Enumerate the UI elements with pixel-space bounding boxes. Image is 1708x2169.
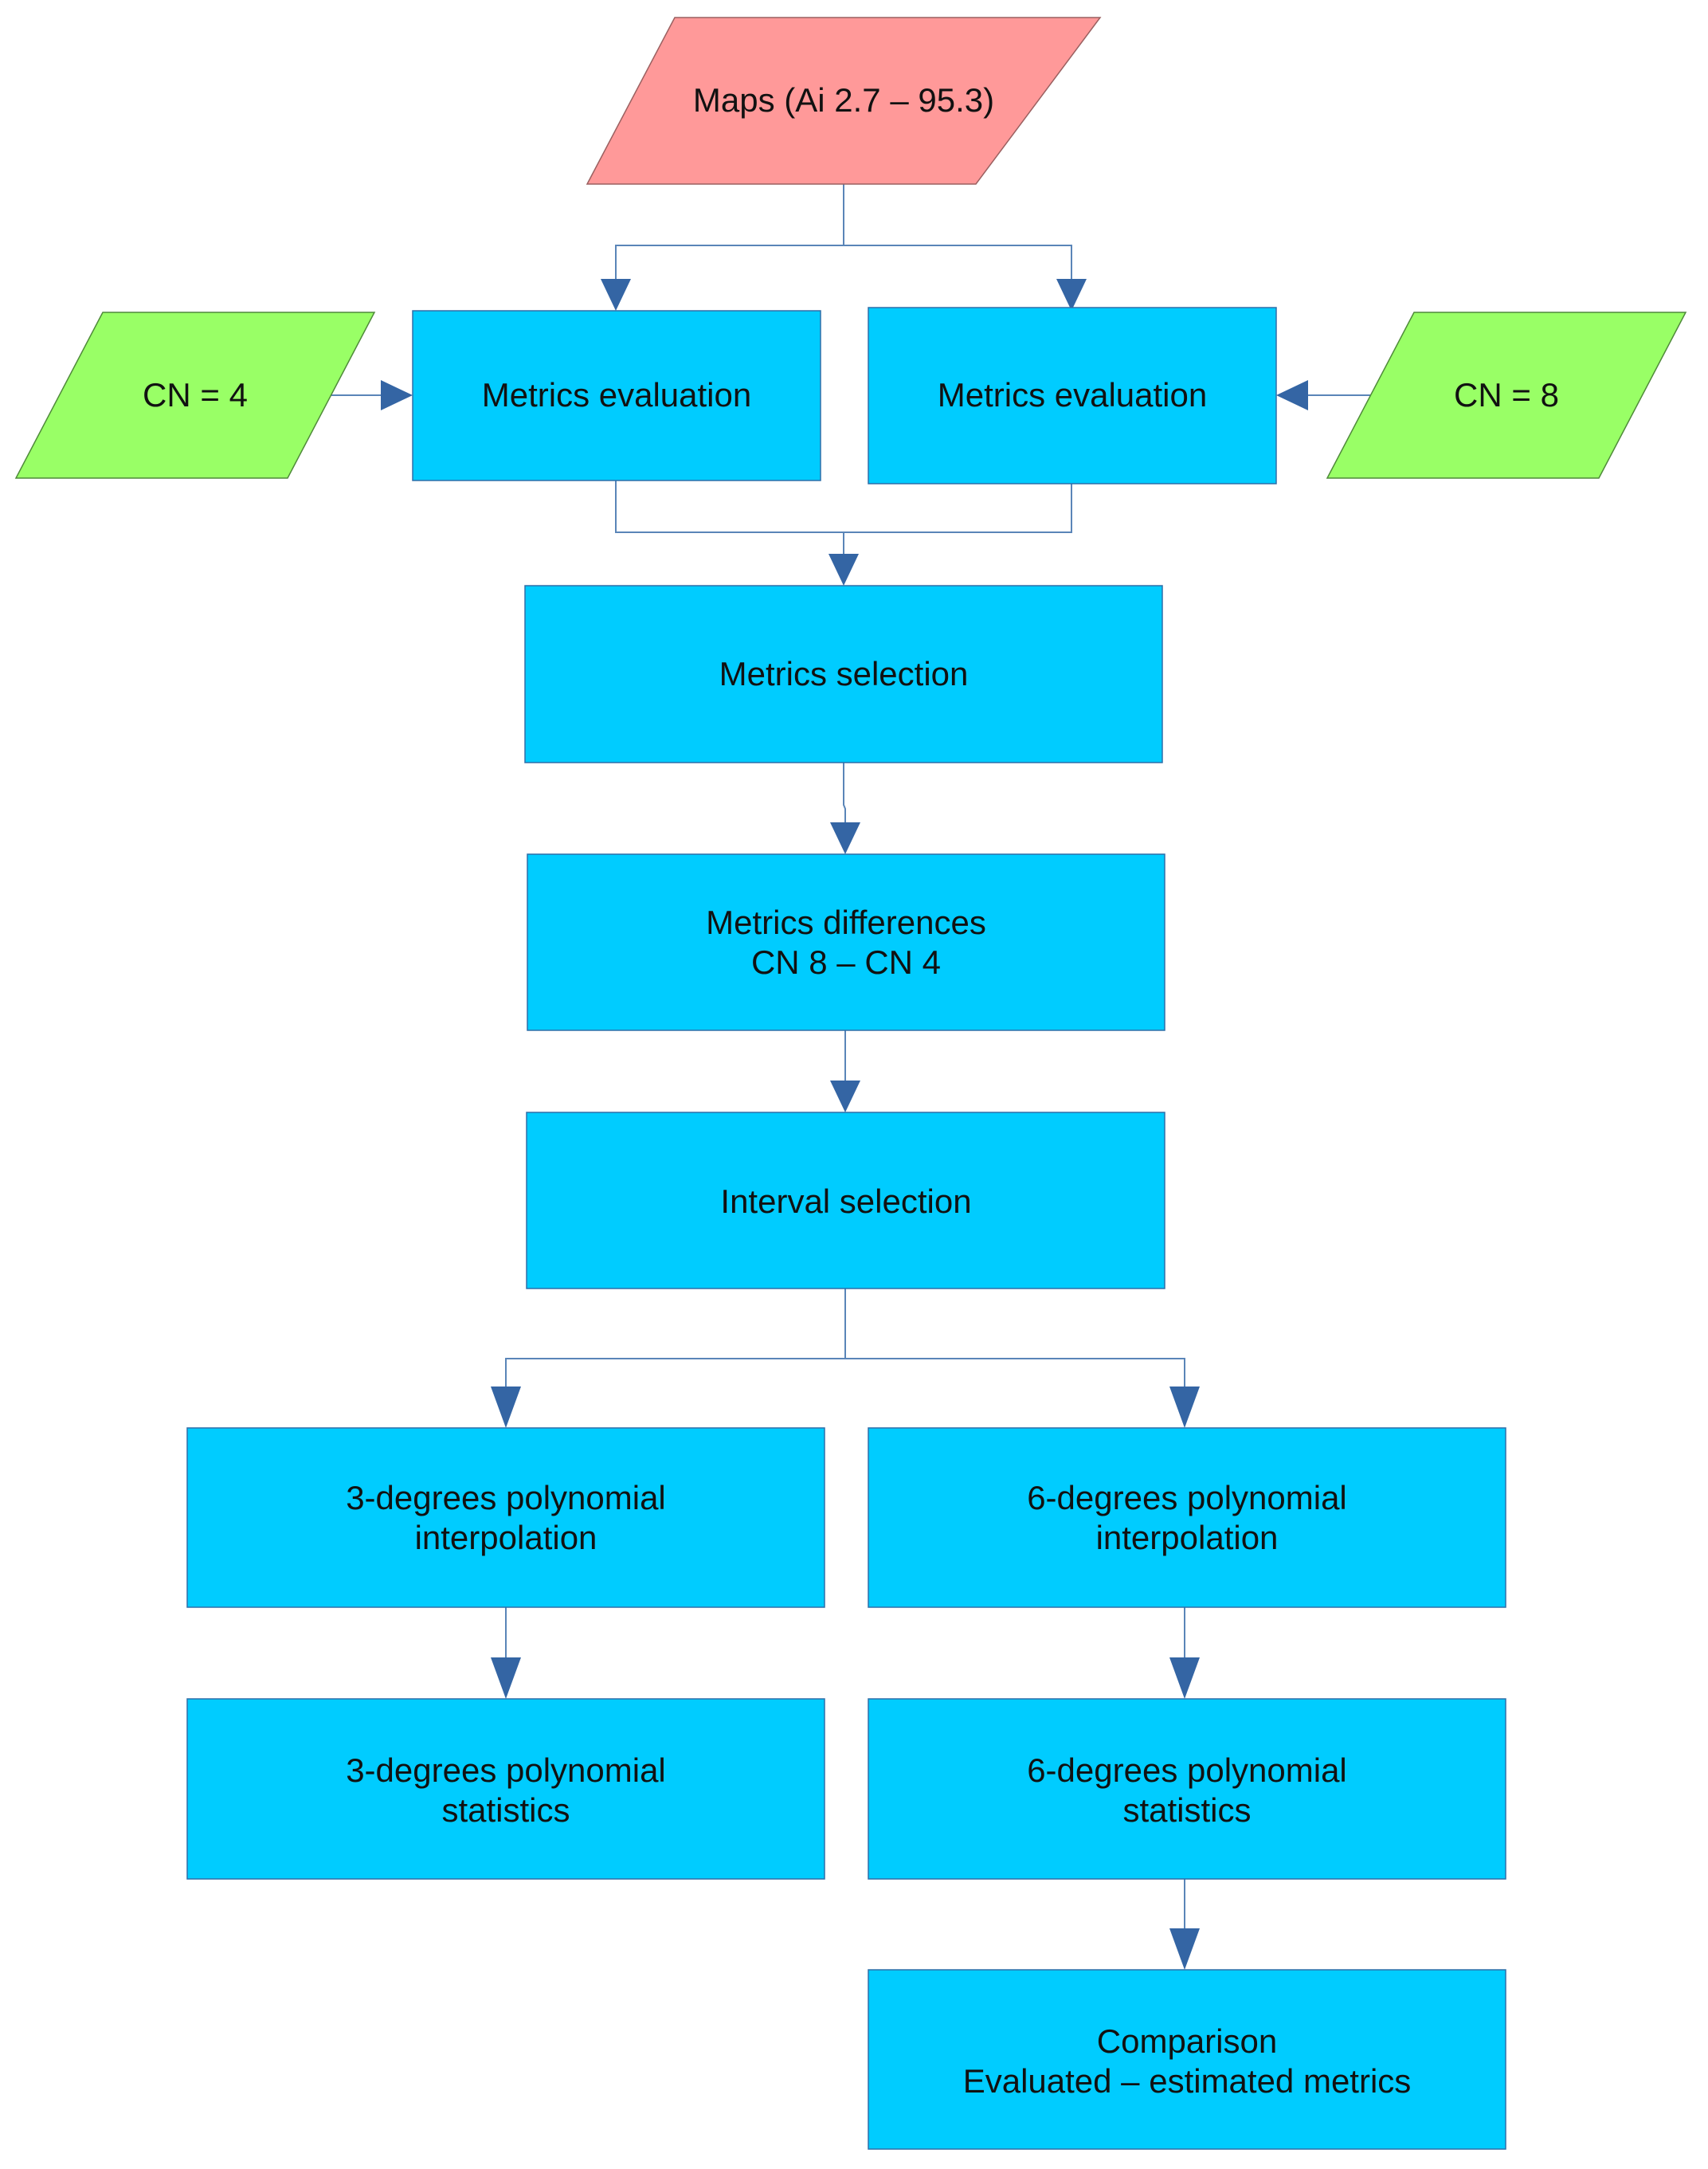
poly6-stats-line2: statistics bbox=[1122, 1791, 1251, 1829]
metrics-differences-line1: Metrics differences bbox=[706, 904, 986, 941]
connector-selection-to-differences bbox=[843, 763, 846, 824]
comparison-line2: Evaluated – estimated metrics bbox=[963, 2062, 1412, 2100]
node-metrics-eval-left: Metrics evaluation bbox=[412, 310, 821, 481]
arrow-to-differences bbox=[830, 822, 860, 854]
node-metrics-eval-right: Metrics evaluation bbox=[868, 307, 1277, 484]
arrow-to-interval bbox=[830, 1081, 860, 1112]
poly3-interp-box bbox=[186, 1427, 825, 1608]
metrics-eval-left-box bbox=[412, 310, 821, 481]
node-metrics-differences: Metrics differences CN 8 – CN 4 bbox=[527, 853, 1165, 1031]
metrics-differences-line2: CN 8 – CN 4 bbox=[751, 943, 941, 981]
node-poly6-interp: 6-degrees polynomial interpolation bbox=[868, 1427, 1506, 1608]
node-cn8: CN = 8 bbox=[1326, 312, 1687, 479]
metrics-selection-box bbox=[524, 585, 1163, 763]
arrow-to-selection bbox=[829, 554, 859, 586]
arrow-to-comparison bbox=[1169, 1928, 1200, 1970]
cn4-label: CN = 4 bbox=[143, 376, 248, 414]
poly3-stats-line1: 3-degrees polynomial bbox=[346, 1751, 666, 1789]
poly3-stats-box bbox=[186, 1698, 825, 1880]
connector-eval-left-to-selection bbox=[615, 480, 844, 556]
node-metrics-selection: Metrics selection bbox=[524, 585, 1163, 763]
node-poly3-interp: 3-degrees polynomial interpolation bbox=[186, 1427, 825, 1608]
metrics-eval-right-box bbox=[868, 307, 1277, 484]
arrow-cn4-to-eval-left bbox=[381, 380, 413, 410]
poly6-stats-line1: 6-degrees polynomial bbox=[1027, 1751, 1347, 1789]
cn8-label: CN = 8 bbox=[1454, 376, 1559, 414]
node-cn4: CN = 4 bbox=[14, 312, 376, 479]
arrow-cn8-to-eval-right bbox=[1276, 380, 1308, 410]
node-maps: Maps (Ai 2.7 – 95.3) bbox=[586, 17, 1102, 185]
node-poly6-stats: 6-degrees polynomial statistics bbox=[868, 1698, 1506, 1880]
arrow-to-eval-left bbox=[601, 279, 631, 311]
comparison-box bbox=[868, 1969, 1506, 2150]
arrow-to-poly6-interp bbox=[1169, 1387, 1200, 1428]
poly3-stats-line2: statistics bbox=[441, 1791, 570, 1829]
interval-selection-box bbox=[526, 1112, 1165, 1289]
poly6-interp-box bbox=[868, 1427, 1506, 1608]
interval-selection-label: Interval selection bbox=[720, 1183, 971, 1220]
poly6-interp-line1: 6-degrees polynomial bbox=[1027, 1479, 1347, 1516]
cn8-shape bbox=[1326, 312, 1687, 479]
arrow-to-poly3-stats bbox=[491, 1657, 521, 1699]
arrow-heads bbox=[381, 279, 1308, 1970]
maps-label: Maps (Ai 2.7 – 95.3) bbox=[693, 81, 994, 119]
metrics-differences-box bbox=[527, 853, 1165, 1031]
arrow-to-poly6-stats bbox=[1169, 1657, 1200, 1699]
connector-interval-to-poly6 bbox=[845, 1358, 1185, 1394]
comparison-line1: Comparison bbox=[1097, 2022, 1277, 2060]
connectors bbox=[330, 184, 1370, 1936]
connector-eval-right-to-selection bbox=[844, 484, 1072, 533]
poly6-interp-line2: interpolation bbox=[1096, 1519, 1279, 1556]
arrow-to-eval-right bbox=[1056, 279, 1087, 311]
connector-interval-to-poly3 bbox=[505, 1288, 846, 1394]
metrics-eval-right-label: Metrics evaluation bbox=[938, 376, 1207, 414]
poly3-interp-line2: interpolation bbox=[415, 1519, 597, 1556]
poly6-stats-box bbox=[868, 1698, 1506, 1880]
cn4-shape bbox=[14, 312, 376, 479]
node-poly3-stats: 3-degrees polynomial statistics bbox=[186, 1698, 825, 1880]
connector-maps-to-eval-left bbox=[615, 184, 844, 287]
poly3-interp-line1: 3-degrees polynomial bbox=[346, 1479, 666, 1516]
connector-maps-to-eval-right bbox=[844, 245, 1072, 287]
node-interval-selection: Interval selection bbox=[526, 1112, 1165, 1289]
arrow-to-poly3-interp bbox=[491, 1387, 521, 1428]
node-comparison: Comparison Evaluated – estimated metrics bbox=[868, 1969, 1506, 2150]
metrics-selection-label: Metrics selection bbox=[719, 655, 969, 692]
metrics-eval-left-label: Metrics evaluation bbox=[482, 376, 751, 414]
maps-shape bbox=[586, 17, 1102, 185]
